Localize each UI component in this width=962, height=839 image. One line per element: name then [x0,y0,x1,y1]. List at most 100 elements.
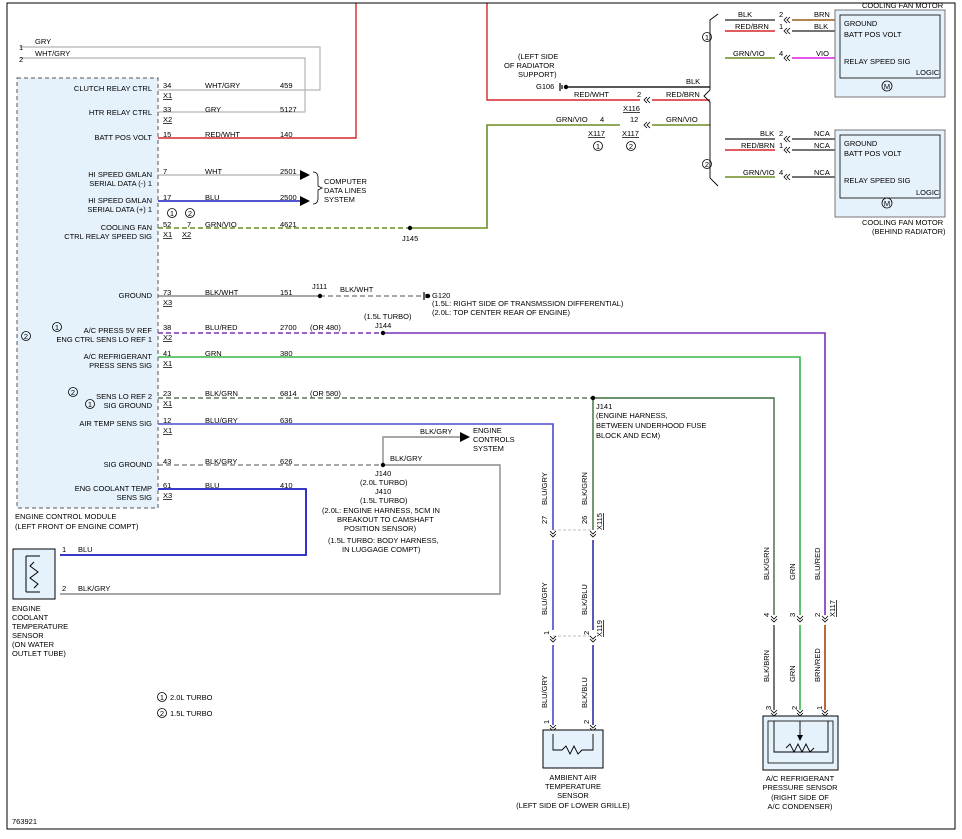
wire-color: GRN [788,563,797,580]
j140-wire-color: BLK/GRY [390,454,422,463]
conn [783,146,791,154]
opt-2 [68,387,78,397]
option-marker-number: 2 [188,209,192,218]
ecm-pin-label: SIG GROUND [104,460,153,469]
wire-color: BLK/BRN [762,650,771,682]
ambient-sensor-location: (LEFT SIDE OF LOWER GRILLE) [516,801,630,810]
ambient-sensor-label: TEMPERATURE [545,782,601,791]
conn [783,135,791,143]
wire-color: NCA [814,168,830,177]
legend-marker [157,692,167,702]
splice-j145 [407,225,413,231]
ecs-label: ENGINE [473,426,502,435]
opt-1 [167,208,177,218]
cds-label: COMPUTER [324,177,368,186]
j140-note: (1.5L TURBO: BODY HARNESS, [328,536,439,545]
wire-color: GRN/VIO [733,49,765,58]
fan-motor-2-box [834,129,946,218]
pin-name: RELAY SPEED SIG [844,176,911,185]
wire-htr-relay [20,57,306,113]
pin: 4 [779,168,783,177]
conn [783,16,791,24]
conn [770,615,778,623]
pin: 2 [582,720,591,724]
pin: 27 [540,516,549,524]
pin: 2 [779,129,783,138]
wire-color: BLK/BLU [580,677,589,708]
ecm-pin-label: HI SPEED GMLAN [88,170,152,179]
circuit-number: 6814 [280,389,297,398]
wire-color: BLU/GRY [540,582,549,615]
option-marker-number: 1 [596,142,600,151]
ecm-pin-number: 17 [163,193,171,202]
pin: 26 [580,516,589,524]
ecm-pin-label: ENG COOLANT TEMP [75,484,152,493]
wire-ac-press-sig [158,356,801,615]
wire-color: GRN [205,349,222,358]
wire-color: BLU/RED [813,547,822,580]
ecm-pin-label: CLUTCH RELAY CTRL [74,84,152,93]
wire-color: WHT [205,167,222,176]
ecm-pin-label: SENS LO REF 2 [96,392,152,401]
j140-note: IN LUGGAGE COMPT) [342,545,421,554]
ects-label: OUTLET TUBE) [12,649,66,658]
ecm-pin-number: 12 [163,416,171,425]
legend-text: 1.5L TURBO [170,709,213,718]
thermistor-icon [25,555,40,593]
j144-label: J144 [375,321,391,330]
ecm-pin-number: 61 [163,481,171,490]
x116-label: X116 [623,104,640,113]
j140-note: (2.0L: ENGINE HARNESS, 5CM IN [322,506,440,515]
wire-color: BLK/GRN [205,389,238,398]
conn [589,530,597,538]
pin: 1 [815,706,824,710]
ecm-pin-number: 23 [163,389,171,398]
ecm-connector: X1 [163,91,172,100]
wire-color: BLK/GRY [205,457,237,466]
pin-name: RELAY SPEED SIG [844,57,911,66]
ac-sensor-label: PRESSURE SENSOR [762,783,838,792]
wire-color: GRN/VIO [205,220,237,229]
circuit-number: 410 [280,481,293,490]
fan-motor-1-logic [839,14,941,79]
g106-wire-color: BLK [686,77,700,86]
wire-color: BLU/GRY [205,416,238,425]
logic-label: LOGIC [916,188,940,197]
ecm-location: (LEFT FRONT OF ENGINE COMPT) [15,522,139,531]
ecm-pin-label: HI SPEED GMLAN [88,196,152,205]
wire-color: BLU [205,193,220,202]
ecs-wire-color: BLK/GRY [420,427,452,436]
wire-color: NCA [814,129,830,138]
ecm-connector: X2 [163,115,172,124]
pin-name: BATT POS VOLT [844,149,902,158]
j140-note: (2.0L TURBO) [360,478,408,487]
ects-wire-color: BLU [78,545,93,554]
circuit-number: 2700 [280,323,297,332]
ecm-pin-number: 7 [163,167,167,176]
j140-note: BREAKOUT TO CAMSHAFT [337,515,434,524]
circuit-number: 4621 [280,220,297,229]
ecm-module-box [16,77,159,509]
wire-color: BRN/RED [813,648,822,682]
circuit-alt: (OR 580) [310,389,341,398]
ambient-sensor-label: AMBIENT AIR [549,773,597,782]
ecm-name: ENGINE CONTROL MODULE [15,512,116,521]
pin: 2 [790,706,799,710]
ecm-pin-label2: PRESS SENS SIG [89,361,152,370]
wire-color: RED/BRN [666,90,700,99]
ecm-pin-label2: SENS SIG [117,493,153,502]
ecm-connector: X3 [163,491,172,500]
opt-1 [593,141,603,151]
pin: 4 [600,115,604,124]
ecm-connector: X3 [163,298,172,307]
cds-label: SYSTEM [324,195,355,204]
pin-name: BATT POS VOLT [844,30,902,39]
ects-box [12,548,56,600]
ects-pin: 1 [62,545,66,554]
circuit-number: 140 [280,130,293,139]
j144-note: (1.5L TURBO) [364,312,412,321]
splice-j141 [590,395,596,401]
circuit-number: 2501 [280,167,297,176]
opt-2 [21,331,31,341]
option-marker-number: 2 [71,388,75,397]
